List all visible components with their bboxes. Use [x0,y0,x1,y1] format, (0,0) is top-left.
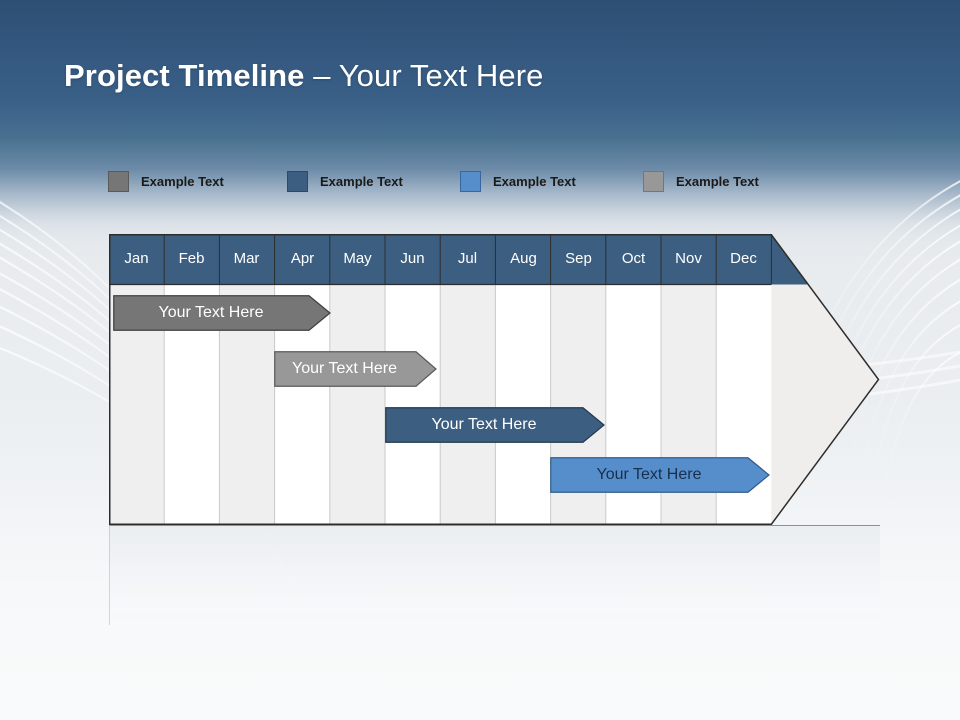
legend-item-4[interactable]: Example Text [643,168,759,194]
month-header-jun[interactable]: Jun [400,250,425,267]
legend: Example Text Example Text Example Text E… [108,168,808,196]
month-header-oct[interactable]: Oct [621,250,646,267]
month-header-aug[interactable]: Aug [510,250,537,267]
month-header-apr[interactable]: Apr [290,250,315,267]
legend-item-label: Example Text [676,173,759,189]
chart-arrow-head [771,234,879,525]
task-bar-label: Your Text Here [158,304,264,321]
page-title-light: – Your Text Here [313,58,544,93]
month-header-jul[interactable]: Jul [457,250,478,267]
legend-swatch-icon [643,170,664,192]
task-bar-1[interactable]: Your Text Here [113,295,331,331]
month-header-jan[interactable]: Jan [124,250,149,267]
chart-arrow-outline [109,234,880,525]
chart-header-separators [163,234,772,285]
task-bar-label: Your Text Here [596,466,702,483]
legend-item-2[interactable]: Example Text [287,168,403,194]
chart-reflection [109,525,880,625]
month-header-dec[interactable]: Dec [730,250,757,267]
month-header-feb[interactable]: Feb [178,250,205,267]
legend-swatch-icon [108,170,129,192]
task-bar-label: Your Text Here [292,360,397,377]
month-header-sep[interactable]: Sep [565,250,592,267]
legend-item-label: Example Text [141,173,224,189]
task-bar-label: Your Text Here [431,416,537,433]
month-header-nov[interactable]: Nov [675,250,702,267]
chart-header-band [109,234,790,285]
task-bar-2[interactable]: Your Text Here [274,351,437,387]
legend-swatch-icon [287,170,308,192]
task-bar-4[interactable]: Your Text Here [550,457,770,493]
task-bar-3[interactable]: Your Text Here [385,407,605,443]
legend-item-label: Example Text [320,173,403,189]
legend-item-3[interactable]: Example Text [460,168,576,194]
legend-swatch-icon [460,170,481,192]
legend-item-label: Example Text [493,173,576,189]
legend-item-1[interactable]: Example Text [108,168,224,194]
page-title-strong: Project Timeline [64,58,305,93]
month-header-mar[interactable]: Mar [233,250,260,267]
month-header-may[interactable]: May [343,250,372,267]
page-title: Project Timeline – Your Text Here [64,58,543,94]
